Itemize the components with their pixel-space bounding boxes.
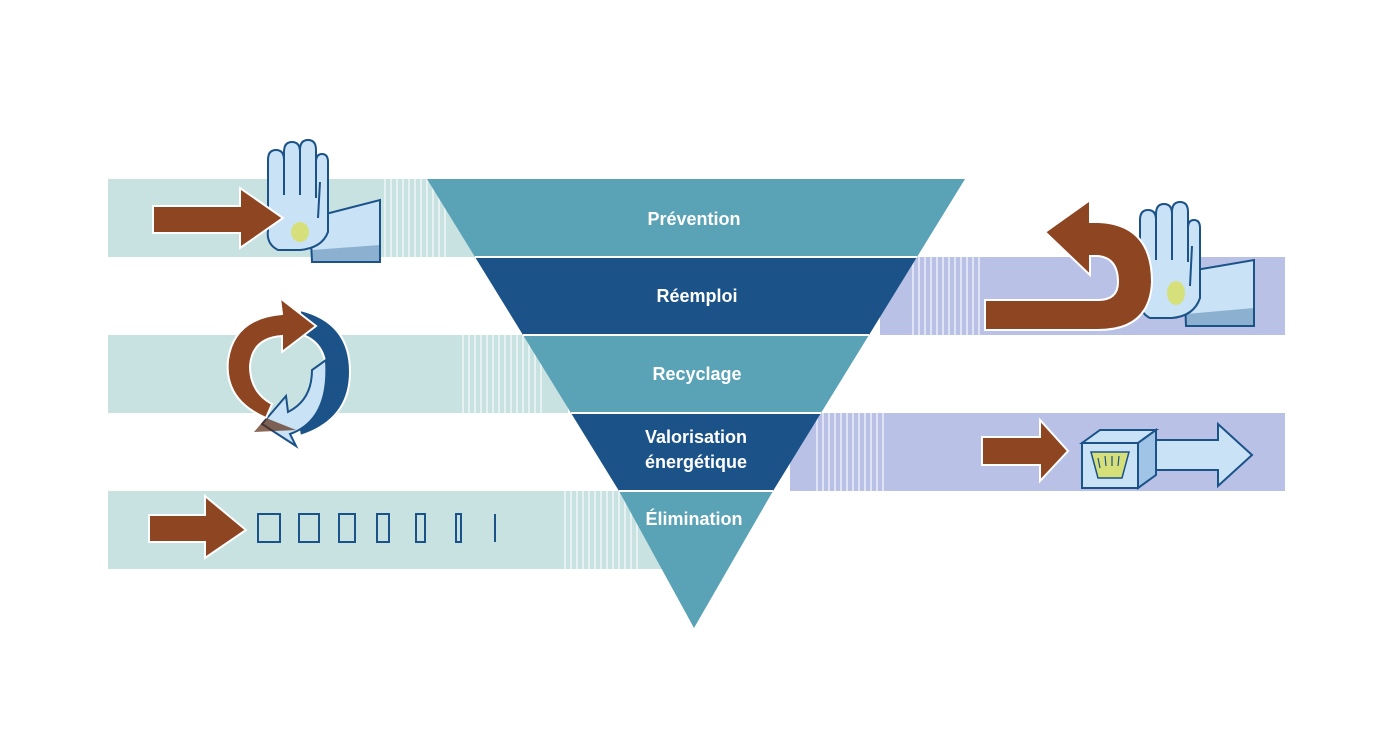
stop-hand-with-arrow-icon [152,138,381,263]
hand-with-u-turn-arrow-icon [984,198,1255,331]
tier-label-prevention: Prévention [647,209,740,229]
shrinking-box-4 [376,513,390,543]
tier-label-energy-recovery-line1: Valorisation [645,427,747,447]
tier-label-energy-recovery-line2: énergétique [645,452,747,472]
tier-label-elimination: Élimination [645,508,742,529]
tier-elimination [619,491,773,628]
tier-reuse [475,257,917,335]
arrow-with-shrinking-boxes-icon [148,493,496,560]
tier-prevention [427,179,965,257]
tier-label-recycling: Recyclage [652,364,741,384]
band-reuse-stripes [912,257,982,335]
circular-recycle-arrows-icon [226,295,352,449]
shrinking-box-3 [338,513,356,543]
shrinking-box-5 [415,513,426,543]
shrinking-box-6 [455,513,462,543]
tier-energy-recovery [571,413,821,491]
tier-separators [475,256,917,492]
shrinking-box-2 [298,513,320,543]
band-recycling-stripes [462,335,542,413]
box-with-gauge-and-arrow-icon [981,417,1254,490]
band-energy-recovery-stripes [816,413,886,491]
hierarchy-triangle: Prévention Réemploi Recyclage Valorisati… [427,179,965,628]
shrinking-box-1 [257,513,281,543]
tier-recycling [523,335,869,413]
tier-label-reuse: Réemploi [656,286,737,306]
